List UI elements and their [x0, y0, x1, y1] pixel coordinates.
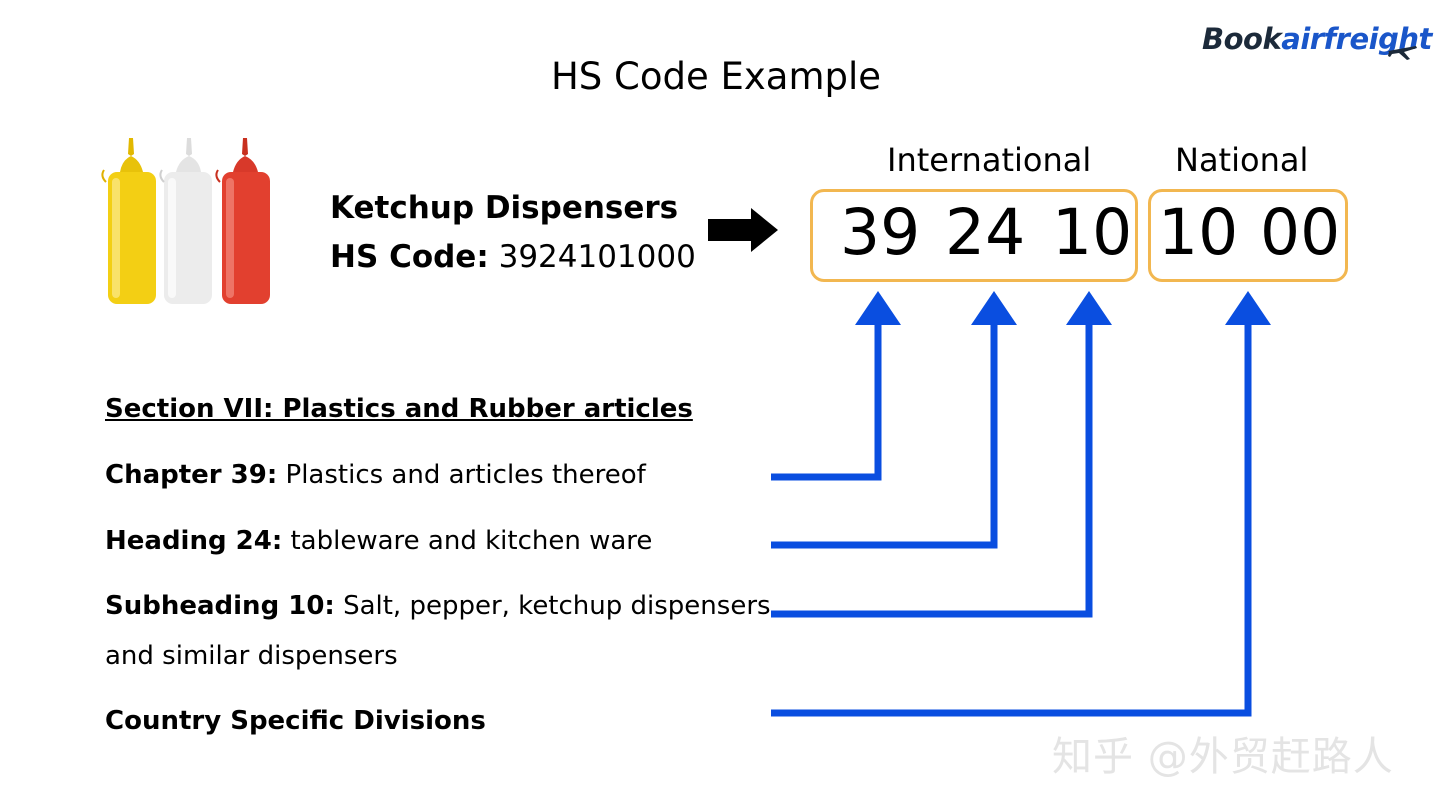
arrowhead-heading [971, 291, 1017, 325]
hs-code-label: HS Code: [330, 239, 489, 275]
international-label: International [887, 141, 1092, 179]
product-hs-code: HS Code: 3924101000 [330, 239, 696, 275]
page-title: HS Code Example [550, 55, 882, 98]
code-digits-national-2: 00 [1260, 196, 1341, 269]
logo-text-book: Book [1202, 22, 1282, 56]
condiment-bottles-image [101, 138, 270, 304]
yellow-bottle-icon [101, 138, 156, 304]
connector-national [771, 322, 1252, 717]
red-bottle-icon [215, 138, 270, 304]
connector-chapter [771, 322, 882, 481]
subheading-text: Salt, pepper, ketchup dispensers [343, 591, 771, 621]
right-arrow-icon [708, 208, 778, 252]
code-digits-subheading: 10 [1052, 196, 1133, 269]
connector-heading [771, 322, 998, 549]
country-specific-row: Country Specific Divisions [105, 706, 486, 736]
section-row: Section VII: Plastics and Rubber article… [105, 394, 693, 424]
subheading-label: Subheading 10: [105, 591, 335, 621]
heading-row: Heading 24: tableware and kitchen ware [105, 526, 652, 556]
chapter-label: Chapter 39: [105, 460, 278, 490]
arrowhead-national [1225, 291, 1271, 325]
national-code-box [1148, 189, 1348, 282]
arrowhead-chapter [855, 291, 901, 325]
product-name: Ketchup Dispensers [330, 190, 679, 226]
subheading-row: Subheading 10: Salt, pepper, ketchup dis… [105, 591, 771, 621]
hs-code-value: 3924101000 [498, 239, 696, 275]
chapter-row: Chapter 39: Plastics and articles thereo… [105, 460, 646, 490]
watermark: 知乎 @外贸赶路人 [1052, 734, 1394, 780]
national-label: National [1175, 141, 1309, 179]
arrowhead-subheading [1066, 291, 1112, 325]
code-digits-chapter: 39 [840, 196, 921, 269]
code-digits-national-1: 10 [1158, 196, 1239, 269]
airplane-icon [1388, 46, 1417, 60]
chapter-text: Plastics and articles thereof [285, 460, 646, 490]
connector-subheading [771, 322, 1093, 618]
bookairfreight-logo: Bookairfreight [1202, 22, 1432, 56]
subheading-row-continued: and similar dispensers [105, 641, 398, 671]
code-digits-heading: 24 [945, 196, 1026, 269]
white-bottle-icon [159, 138, 212, 304]
international-code-box [810, 189, 1138, 282]
heading-text: tableware and kitchen ware [290, 526, 653, 556]
heading-label: Heading 24: [105, 526, 283, 556]
